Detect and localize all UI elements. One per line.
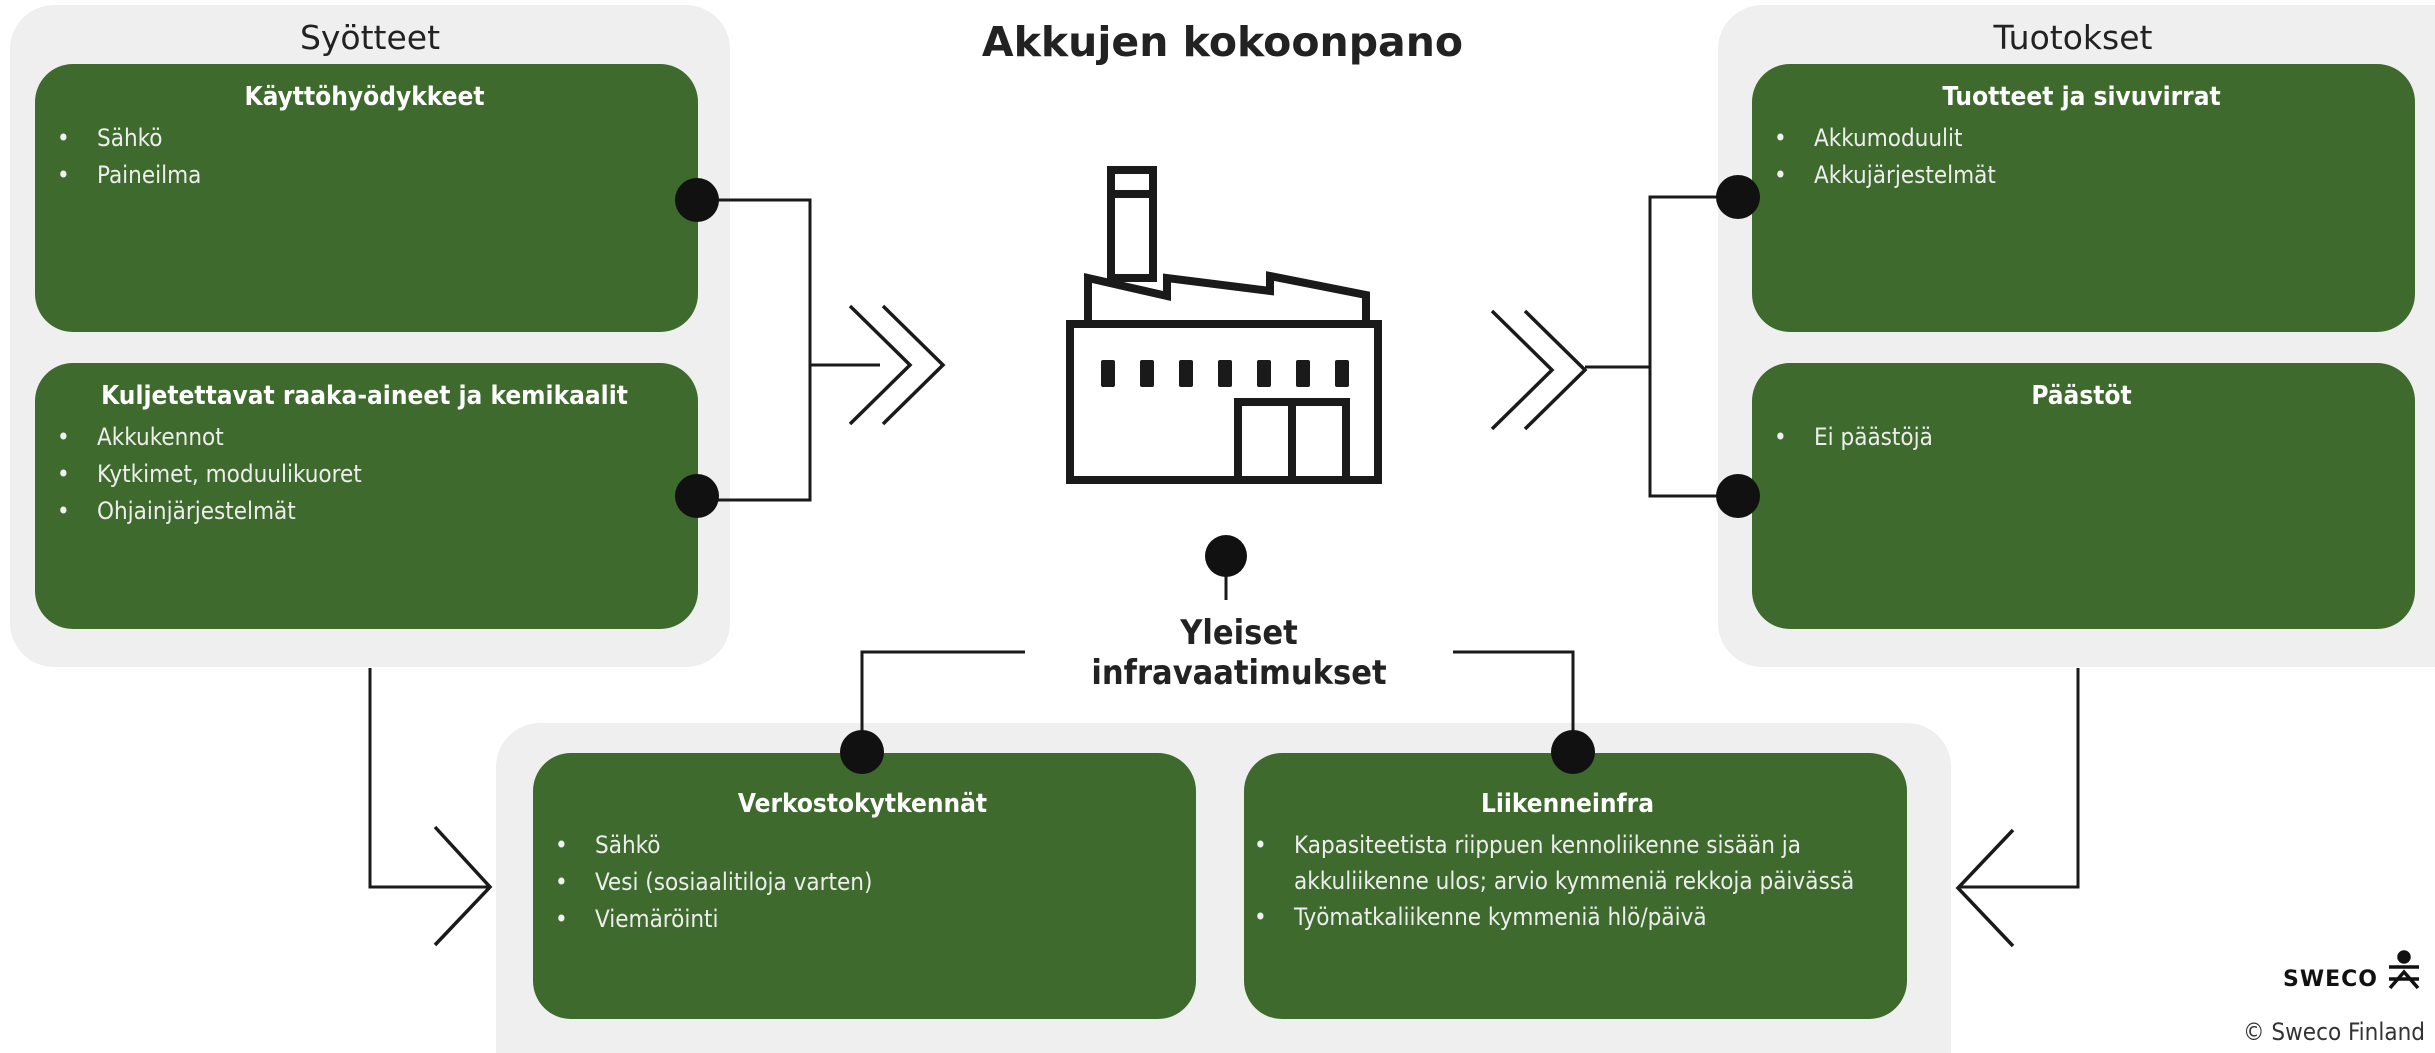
- emissions-card-title: Päästöt: [2031, 381, 2132, 411]
- traffic-dot: [1551, 730, 1595, 774]
- factory-icon: [1066, 166, 1382, 484]
- utilities-dot: [675, 178, 719, 222]
- products-list: Akkumoduulit Akkujärjestelmät: [1774, 120, 2389, 194]
- emissions-list: Ei päästöjä: [1774, 419, 2389, 456]
- right-arrow-head: [1955, 828, 2015, 948]
- outputs-panel-title: Tuotokset: [1993, 18, 2153, 57]
- traffic-card: Liikenneinfra Kapasiteetista riippuen ke…: [1244, 753, 1907, 1019]
- list-item: Akkumoduulit: [1774, 120, 2389, 157]
- output-chevron-2: [1523, 309, 1588, 431]
- copyright: © Sweco Finland: [2242, 1018, 2425, 1046]
- infra-title: Yleiset infravaatimukset: [1025, 613, 1453, 693]
- input-chevron-2: [881, 304, 946, 426]
- outputs-connector: [1648, 195, 1738, 498]
- inputs-panel-title: Syötteet: [299, 18, 441, 57]
- materials-list: Akkukennot Kytkimet, moduulikuoret Ohjai…: [57, 419, 672, 530]
- list-item: Ohjainjärjestelmät: [57, 493, 672, 530]
- list-item: Akkukennot: [57, 419, 672, 456]
- materials-card-title: Kuljetettavat raaka-aineet ja kemikaalit: [101, 381, 628, 411]
- infra-right-line: [1438, 650, 1575, 752]
- input-chevron-1: [848, 304, 913, 426]
- brand-name: SWECO: [2283, 967, 2378, 992]
- products-card: Tuotteet ja sivuvirrat Akkumoduulit Akku…: [1752, 64, 2415, 332]
- network-card-title: Verkostokytkennät: [737, 789, 988, 819]
- right-down-connector: [1960, 668, 2080, 889]
- products-card-title: Tuotteet ja sivuvirrat: [1942, 82, 2221, 112]
- list-item: Paineilma: [57, 157, 672, 194]
- network-list: Sähkö Vesi (sosiaalitiloja varten) Viemä…: [555, 827, 1170, 938]
- emissions-card: Päästöt Ei päästöjä: [1752, 363, 2415, 629]
- traffic-list: Kapasiteetista riippuen kennoliikenne si…: [1254, 827, 1881, 935]
- utilities-list: Sähkö Paineilma: [57, 120, 672, 194]
- list-item: Kytkimet, moduulikuoret: [57, 456, 672, 493]
- traffic-card-title: Liikenneinfra: [1481, 789, 1654, 819]
- products-dot: [1716, 175, 1760, 219]
- page-title: Akkujen kokoonpano: [981, 18, 1464, 66]
- list-item: Vesi (sosiaalitiloja varten): [555, 864, 1170, 901]
- left-down-connector: [368, 668, 490, 889]
- list-item: Akkujärjestelmät: [1774, 157, 2389, 194]
- utilities-card: Käyttöhyödykkeet Sähkö Paineilma: [35, 64, 698, 332]
- output-chevron-1: [1490, 309, 1555, 431]
- list-item: Sähkö: [555, 827, 1170, 864]
- factory-windows: [1101, 360, 1349, 387]
- list-item: Työmatkaliikenne kymmeniä hlö/päivä: [1254, 899, 1881, 935]
- materials-card: Kuljetettavat raaka-aineet ja kemikaalit…: [35, 363, 698, 629]
- list-item: Kapasiteetista riippuen kennoliikenne si…: [1254, 827, 1881, 899]
- list-item: Ei päästöjä: [1774, 419, 2389, 456]
- left-arrow-head: [433, 825, 493, 947]
- network-card: Verkostokytkennät Sähkö Vesi (sosiaaliti…: [533, 753, 1196, 1019]
- sweco-logo-icon: [2388, 950, 2420, 990]
- list-item: Viemäröinti: [555, 901, 1170, 938]
- emissions-dot: [1716, 474, 1760, 518]
- infra-dot: [1205, 535, 1247, 577]
- inputs-connector: [697, 198, 812, 502]
- list-item: Sähkö: [57, 120, 672, 157]
- network-dot: [840, 730, 884, 774]
- materials-dot: [675, 474, 719, 518]
- infra-left-line: [860, 650, 1030, 752]
- utilities-card-title: Käyttöhyödykkeet: [244, 82, 485, 112]
